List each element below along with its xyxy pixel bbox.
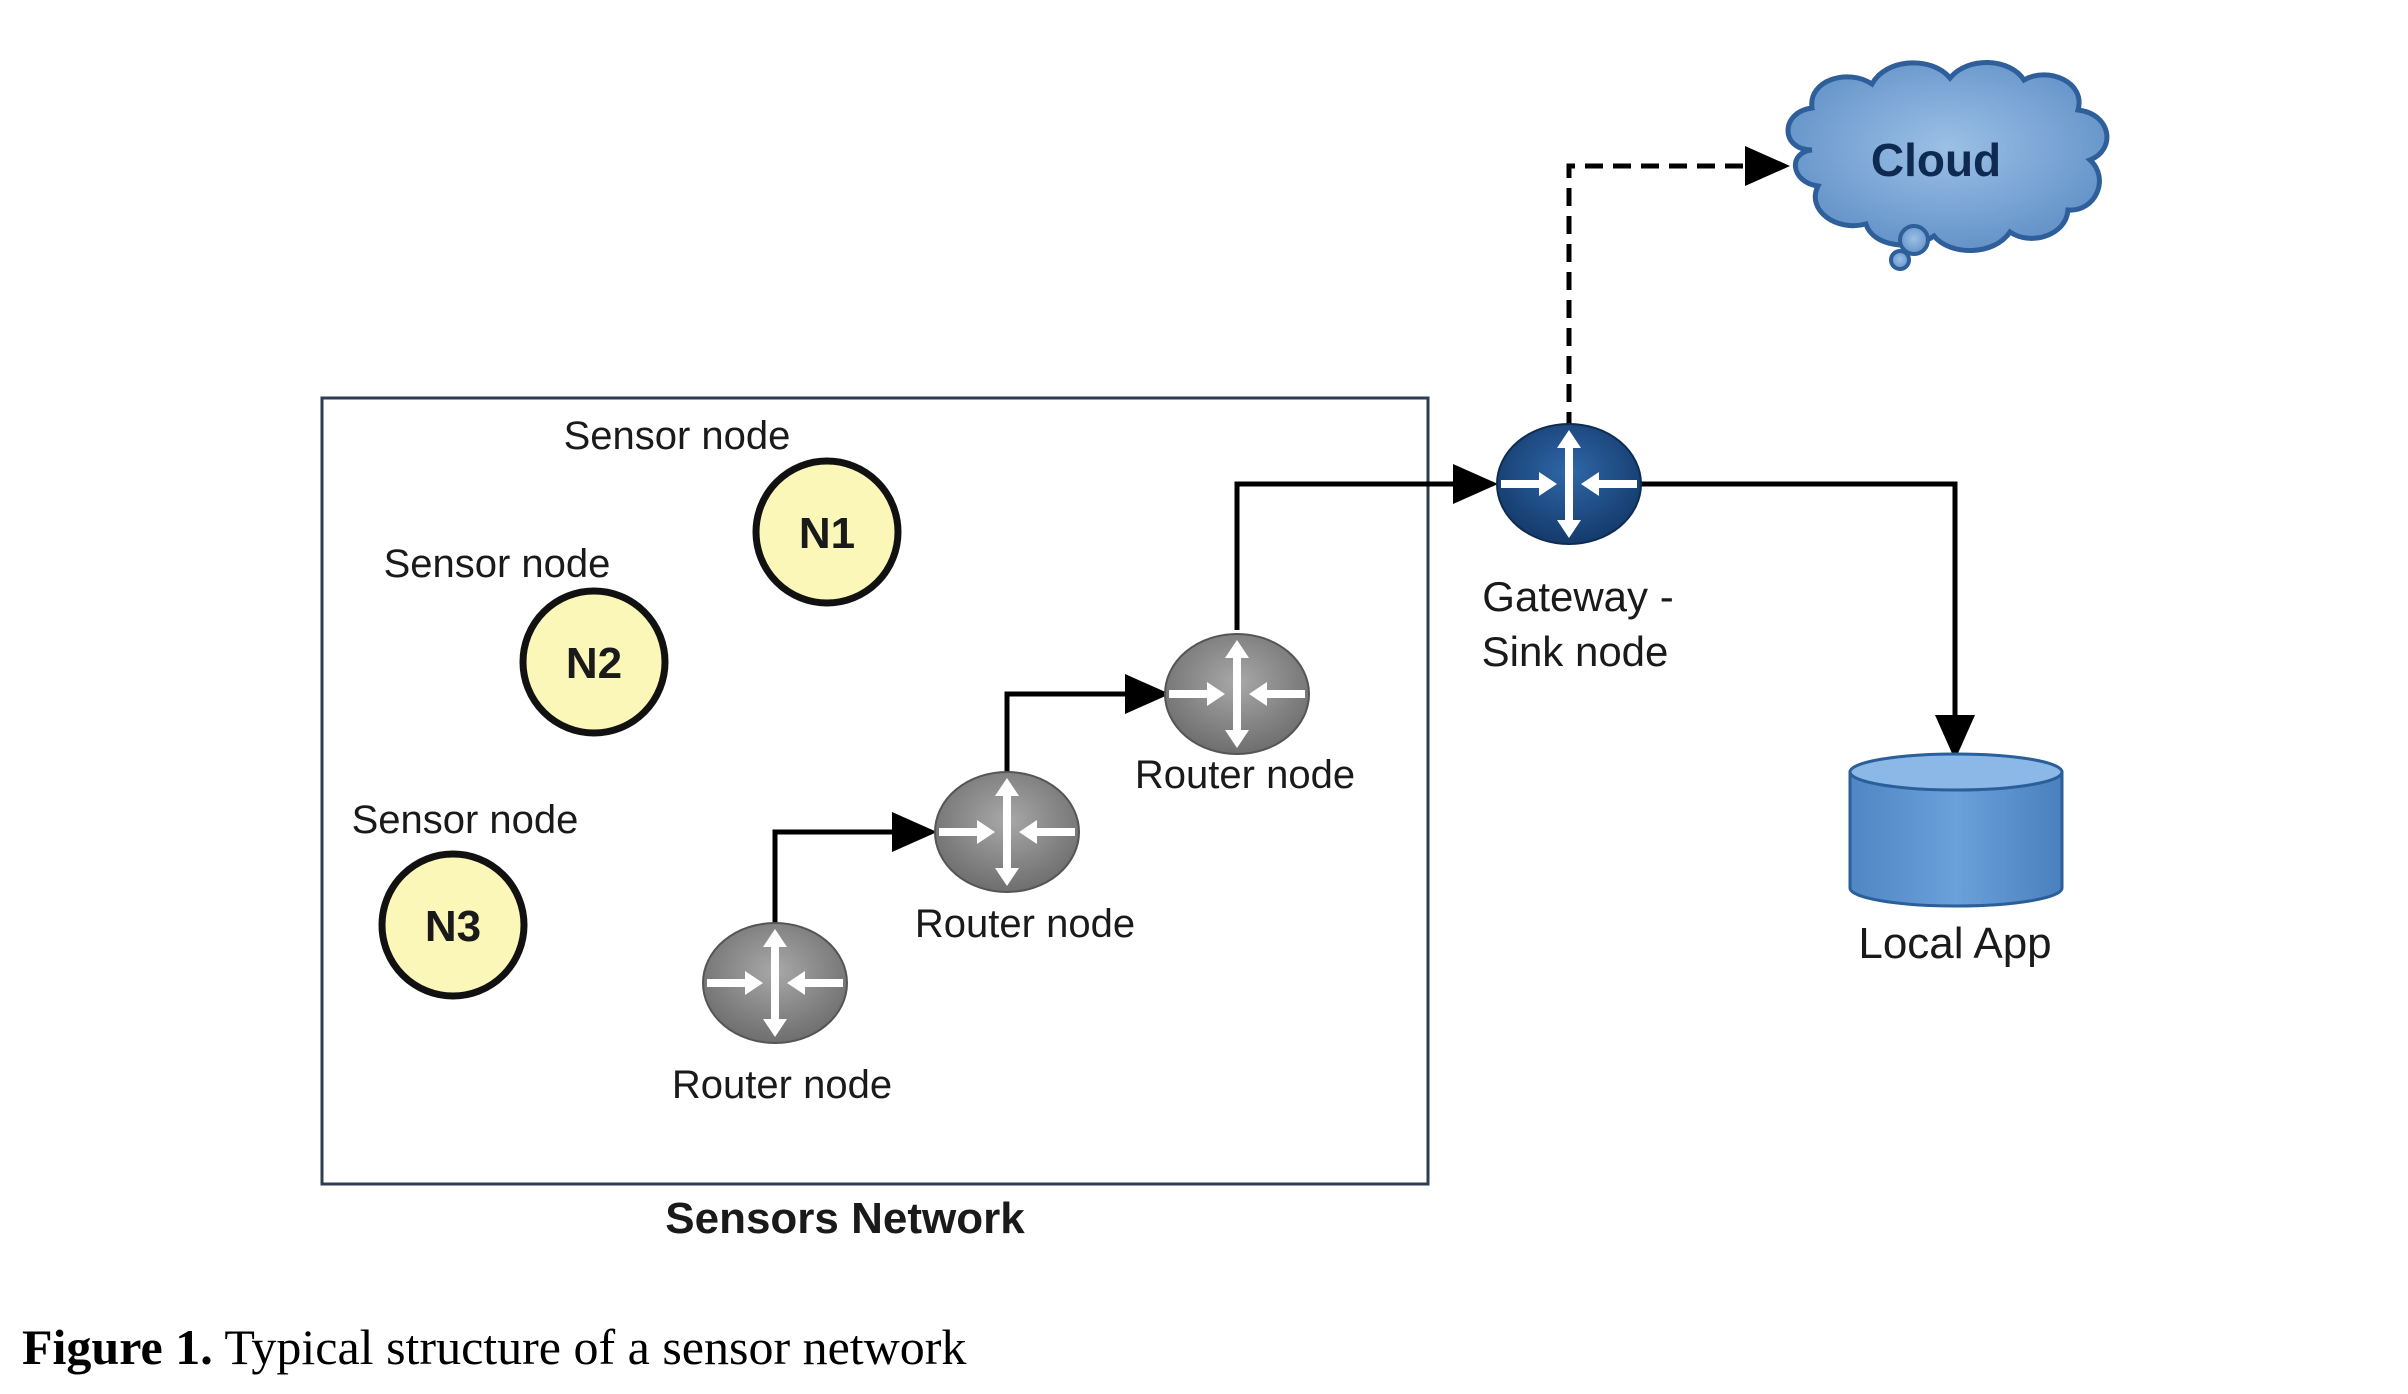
router-node-1 <box>702 922 848 1044</box>
network-title: Sensors Network <box>665 1194 1025 1243</box>
router-node-3-label: Router node <box>1135 753 1355 797</box>
gateway-label-line2: Sink node <box>1482 628 1669 675</box>
sensor-node-n1-id: N1 <box>799 509 855 558</box>
router-node-2 <box>934 771 1080 893</box>
link-gateway-localapp <box>1640 481 1975 760</box>
local-app-label: Local App <box>1858 919 2051 968</box>
sensor-node-n2: N2 <box>519 587 669 737</box>
link-router1-router2 <box>772 812 937 930</box>
gateway-label-line1: Gateway - <box>1482 573 1673 620</box>
link-router2-router3 <box>1004 674 1170 772</box>
sensor-node-n3-label: Sensor node <box>352 798 579 842</box>
figure-caption-text: Typical structure of a sensor network <box>224 1319 967 1375</box>
router-node-1-label: Router node <box>672 1063 892 1107</box>
router-node-2-label: Router node <box>915 902 1135 946</box>
sensors-network-frame <box>320 396 1430 1186</box>
figure-caption: Figure 1. Typical structure of a sensor … <box>22 1318 966 1376</box>
gateway-sink-node <box>1496 423 1642 545</box>
router-node-3 <box>1164 633 1310 755</box>
sensor-node-n2-label: Sensor node <box>384 542 611 586</box>
database-icon <box>1848 752 2064 908</box>
figure-label: Figure 1. <box>22 1319 213 1375</box>
sensor-node-n2-id: N2 <box>566 639 622 688</box>
sensor-node-n1-label: Sensor node <box>564 414 791 458</box>
sensor-node-n3: N3 <box>378 850 528 1000</box>
connectors <box>772 146 1975 930</box>
sensor-node-n3-id: N3 <box>425 902 481 951</box>
cloud-label: Cloud <box>1871 134 2001 186</box>
cloud-icon: Cloud <box>1785 60 2110 271</box>
link-gateway-cloud <box>1566 146 1790 430</box>
link-router3-gateway <box>1234 464 1498 630</box>
sensor-node-n1: N1 <box>752 457 902 607</box>
